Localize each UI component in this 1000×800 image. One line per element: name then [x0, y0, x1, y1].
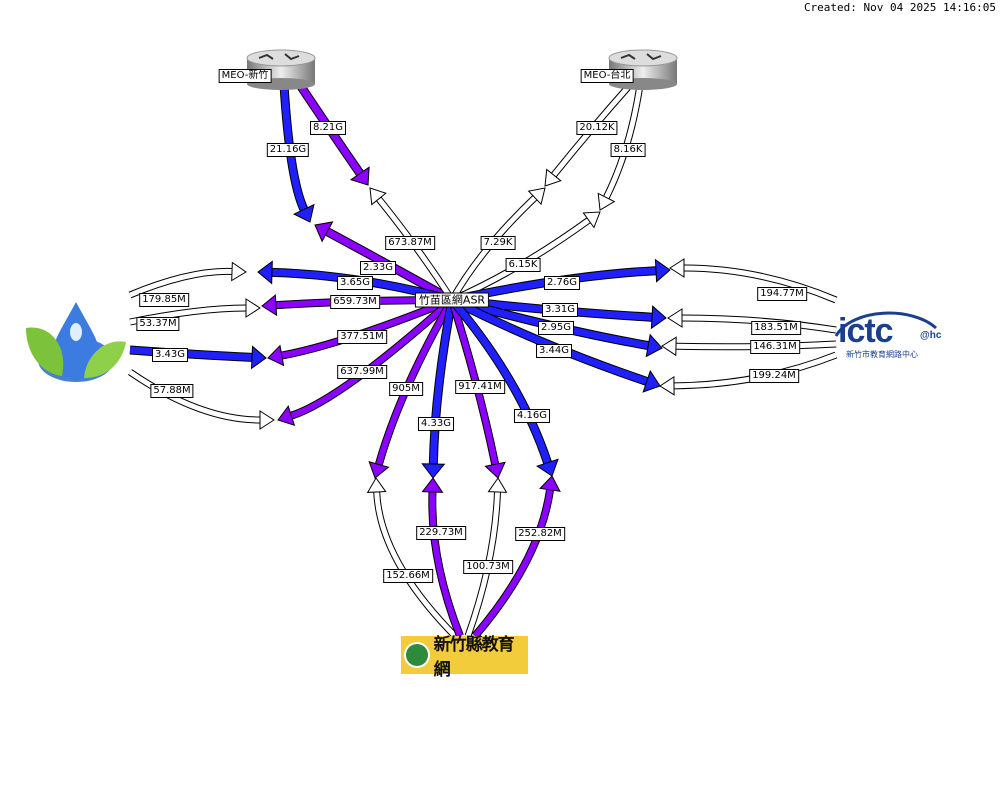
- link-label: 179.85M: [139, 293, 189, 307]
- link-label: 4.16G: [513, 409, 551, 423]
- link-arrow-hub-side[interactable]: [277, 297, 455, 426]
- node-label: 新竹縣教育網: [433, 635, 515, 680]
- link-label: 6.15K: [505, 258, 541, 272]
- link-arrow-node-side[interactable]: [279, 84, 315, 223]
- seal-icon: [404, 642, 430, 668]
- link-label: 146.31M: [750, 340, 800, 354]
- ictc-logo-text: ictc: [838, 312, 894, 350]
- link-label: 21.16G: [266, 143, 310, 157]
- link-label: 252.82M: [515, 527, 565, 541]
- node-edu-net[interactable]: 新竹縣教育網: [401, 635, 528, 680]
- link-arrow-hub-side[interactable]: [421, 299, 457, 479]
- link-label: 4.33G: [417, 417, 455, 431]
- node-ictc[interactable]: ictc @hc 新竹市教育網路中心: [832, 308, 942, 363]
- link-label: 377.51M: [337, 330, 387, 344]
- node-label: MEO-新竹: [218, 69, 272, 83]
- link-label: 7.29K: [480, 236, 516, 250]
- link-arrow-node-side[interactable]: [128, 261, 247, 299]
- link-arrow-node-side[interactable]: [296, 82, 370, 186]
- link-label: 659.73M: [330, 295, 380, 309]
- link-label: 2.76G: [543, 276, 581, 290]
- link-label: 3.44G: [535, 344, 573, 358]
- link-arrow-node-side[interactable]: [366, 477, 458, 639]
- link-label: 8.21G: [309, 121, 347, 135]
- link-arrow-node-side[interactable]: [128, 369, 275, 430]
- ictc-subtitle: 新竹市教育網路中心: [846, 350, 918, 359]
- hub-node[interactable]: 竹苗區網ASR: [414, 292, 490, 308]
- link-label: 20.12K: [576, 121, 618, 135]
- ictc-arc-icon: [834, 311, 938, 337]
- link-arrow-node-side[interactable]: [129, 345, 267, 370]
- link-arrow-node-side[interactable]: [661, 336, 837, 357]
- link-arrow-node-side[interactable]: [669, 258, 838, 304]
- link-arrow-node-side[interactable]: [421, 477, 464, 638]
- node-water[interactable]: [22, 298, 130, 386]
- link-label: 199.24M: [749, 369, 799, 383]
- ictc-logo-suffix: @hc: [920, 330, 942, 341]
- link-label: 8.16K: [610, 143, 646, 157]
- link-label: 57.88M: [150, 384, 194, 398]
- link-label: 194.77M: [757, 287, 807, 301]
- link-label: 917.41M: [455, 380, 505, 394]
- link-label: 100.73M: [463, 560, 513, 574]
- node-label: MEO-台北: [580, 69, 634, 83]
- link-label: 637.99M: [337, 365, 387, 379]
- link-label: 3.43G: [151, 348, 189, 362]
- link-label: 53.37M: [136, 317, 180, 331]
- link-label: 3.31G: [541, 303, 579, 317]
- link-arrow-hub-side[interactable]: [449, 295, 661, 393]
- link-arrow-node-side[interactable]: [464, 477, 508, 638]
- link-arrow-hub-side[interactable]: [448, 297, 559, 477]
- link-label: 229.73M: [416, 526, 466, 540]
- link-arrow-node-side[interactable]: [659, 351, 838, 396]
- water-drop-leaf-icon: [26, 302, 126, 382]
- link-label: 3.65G: [336, 276, 374, 290]
- link-arrow-node-side[interactable]: [471, 475, 561, 639]
- link-label: 183.51M: [751, 321, 801, 335]
- link-label: 905M: [389, 382, 423, 396]
- created-timestamp: Created: Nov 04 2025 14:16:05: [803, 1, 996, 14]
- link-label: 152.66M: [383, 569, 433, 583]
- link-label: 2.33G: [359, 261, 397, 275]
- link-label: 673.87M: [385, 236, 435, 250]
- link-label: 2.95G: [537, 321, 575, 335]
